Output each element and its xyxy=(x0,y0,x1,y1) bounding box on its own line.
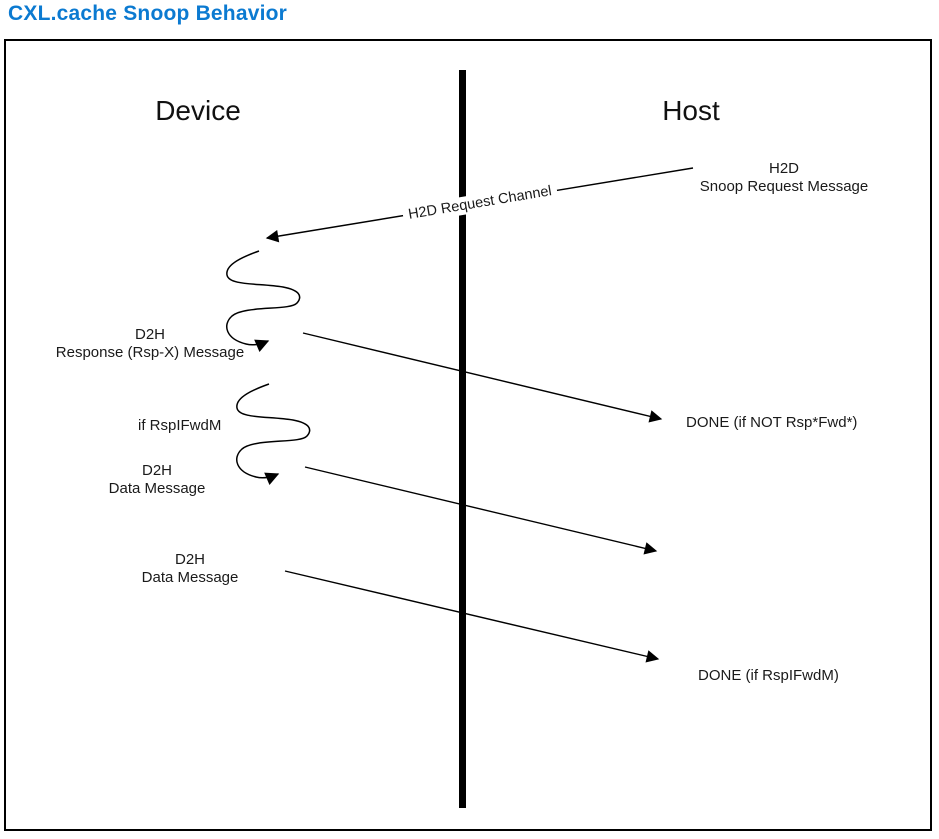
d2h-data-label-2: D2H Data Message xyxy=(142,551,239,587)
h2d-snoop-request-label: H2D Snoop Request Message xyxy=(700,160,868,196)
d2h-data-label-2-line2: Data Message xyxy=(141,569,239,586)
d2h-data-label-2-line1: D2H xyxy=(174,551,205,568)
d2h-data-label-1-line1: D2H xyxy=(141,462,172,479)
page-title: CXL.cache Snoop Behavior xyxy=(8,2,288,25)
d2h-response-label-line2: Response (Rsp-X) Message xyxy=(55,344,245,361)
host-column-label: Host xyxy=(662,95,720,126)
d2h-data-label-1: D2H Data Message xyxy=(109,462,206,498)
diagram-border-box xyxy=(4,39,932,831)
d2h-response-label: D2H Response (Rsp-X) Message xyxy=(56,326,244,362)
h2d-snoop-request-label-line2: Snoop Request Message xyxy=(699,178,869,195)
h2d-snoop-request-label-line1: H2D xyxy=(768,160,800,177)
device-column-label: Device xyxy=(155,95,241,126)
d2h-response-label-line1: D2H xyxy=(134,326,166,343)
done-not-rspfwd-label: DONE (if NOT Rsp*Fwd*) xyxy=(686,414,858,431)
d2h-data-label-1-line2: Data Message xyxy=(108,480,206,497)
done-rspifwdm-label: DONE (if RspIFwdM) xyxy=(698,667,839,684)
if-rspifwdm-label: if RspIFwdM xyxy=(138,417,222,434)
